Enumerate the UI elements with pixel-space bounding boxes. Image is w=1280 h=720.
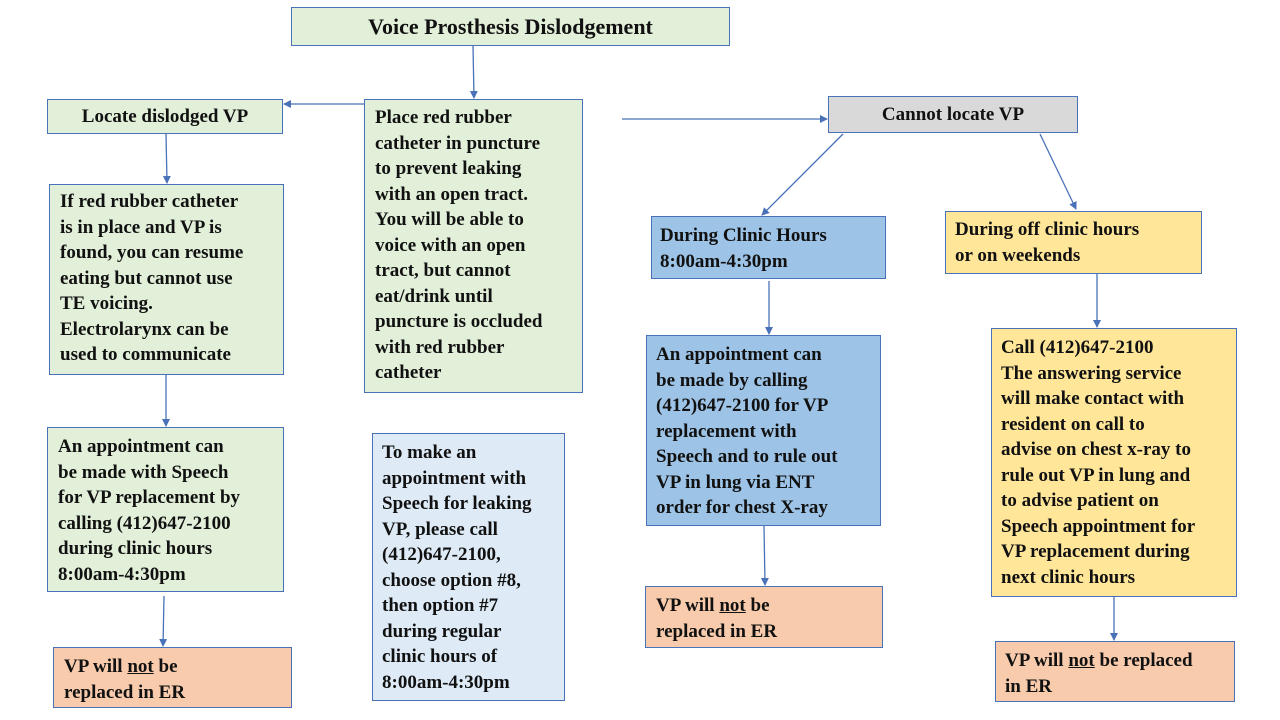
locate-er-text-post: be replaced in ER	[64, 656, 186, 703]
locate-er-text-pre: VP will	[64, 656, 128, 677]
vp-found-box: If red rubber catheter is in place and V…	[49, 184, 284, 375]
title-box: Voice Prosthesis Dislodgement	[291, 7, 730, 46]
locate-appointment-box: An appointment can be made with Speech f…	[47, 427, 284, 592]
catheter-box: Place red rubber catheter in puncture to…	[364, 99, 583, 393]
off-hours-er-box: VP will not be replaced in ER	[995, 641, 1235, 702]
locate-er-box: VP will not be replaced in ER	[53, 647, 292, 708]
arrow-cannot-to-off-hours	[1039, 133, 1077, 210]
off-hours-er-text-post: be replaced in ER	[1005, 650, 1193, 697]
arrow-title-to-catheter	[469, 45, 478, 99]
cannot-locate-box: Cannot locate VP	[828, 96, 1078, 133]
off-hours-er-not: not	[1068, 650, 1095, 671]
locate-vp-box: Locate dislodged VP	[47, 99, 283, 134]
clinic-er-text-post: be replaced in ER	[656, 595, 778, 642]
leaking-appointment-box: To make an appointment with Speech for l…	[372, 433, 565, 701]
clinic-appointment-box: An appointment can be made by calling (4…	[646, 335, 881, 526]
clinic-er-text-pre: VP will	[656, 595, 720, 616]
arrow-locate-to-found	[162, 133, 171, 184]
off-hours-box: During off clinic hours or on weekends	[945, 211, 1202, 274]
arrow-appointment-to-er	[159, 595, 168, 647]
arrow-cannot-to-clinic-hours	[761, 133, 844, 216]
locate-er-not: not	[127, 656, 154, 677]
cannot-locate-label: Cannot locate VP	[881, 103, 1025, 125]
off-hours-er-text-pre: VP will	[1005, 650, 1069, 671]
arrow-clinic-appointment-to-er	[760, 525, 769, 586]
locate-vp-label: Locate dislodged VP	[81, 105, 249, 127]
call-box: Call (412)647-2100 The answering service…	[991, 328, 1237, 597]
clinic-hours-box: During Clinic Hours 8:00am-4:30pm	[651, 216, 886, 279]
diagram-title: Voice Prosthesis Dislodgement	[368, 13, 653, 39]
clinic-er-box: VP will not be replaced in ER	[645, 586, 883, 648]
clinic-er-not: not	[719, 595, 746, 616]
